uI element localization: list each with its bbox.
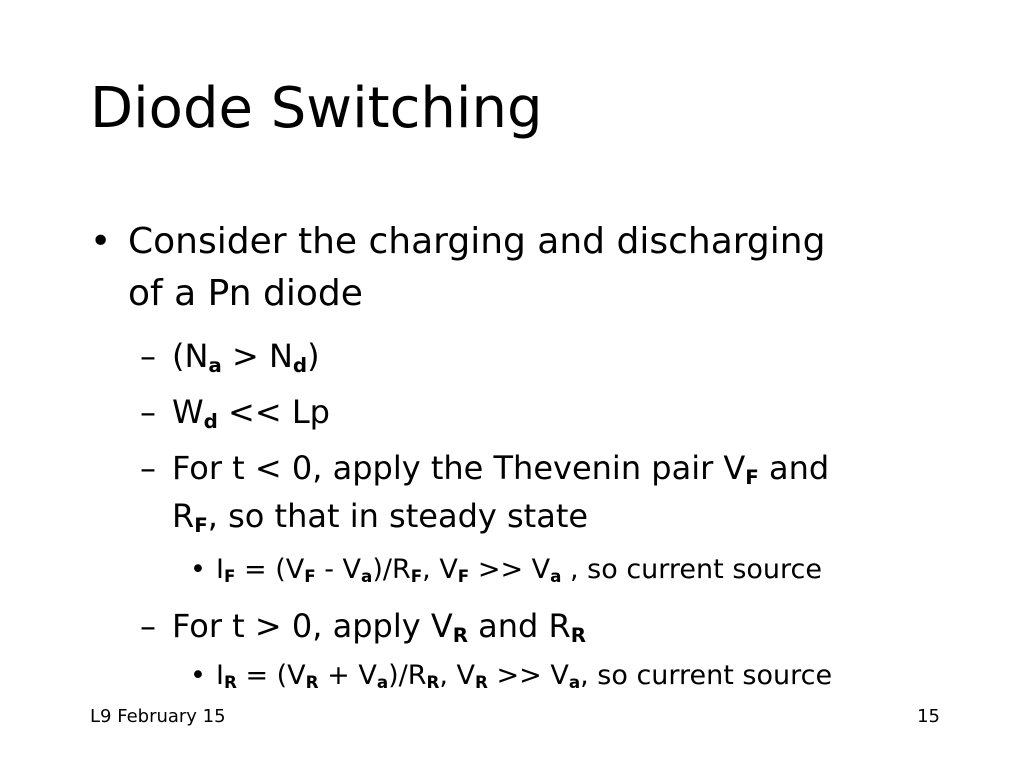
dash-marker: –: [140, 449, 156, 487]
dash-marker: –: [140, 337, 156, 375]
bullet-marker-small: •: [190, 554, 206, 585]
footer-date: L9 February 15: [90, 706, 226, 727]
bullet-point-1-line1: Consider the charging and discharging: [128, 221, 826, 262]
dash-marker: –: [140, 607, 156, 645]
bullet-point-1-line2: of a Pn diode: [128, 273, 363, 314]
sub-point-reverse-text: For t > 0, apply VR and RR: [172, 607, 587, 647]
sub-point-doping-text: (Na > Nd): [172, 337, 320, 377]
dash-marker: –: [140, 393, 156, 431]
sub-point-width-text: Wd << Lp: [172, 393, 330, 433]
bullet-marker-small: •: [190, 660, 206, 691]
sub-sub-point-forward-current-text: IF = (VF - Va)/RF, VF >> Va , so current…: [216, 554, 822, 587]
sub-sub-point-reverse-current-text: IR = (VR + Va)/RR, VR >> Va, so current …: [216, 660, 833, 693]
sub-point-forward-text: For t < 0, apply the Thevenin pair VF an…: [172, 449, 830, 537]
slide-title: Diode Switching: [90, 76, 543, 141]
bullet-marker: •: [90, 221, 112, 262]
footer-page-number: 15: [917, 706, 940, 727]
